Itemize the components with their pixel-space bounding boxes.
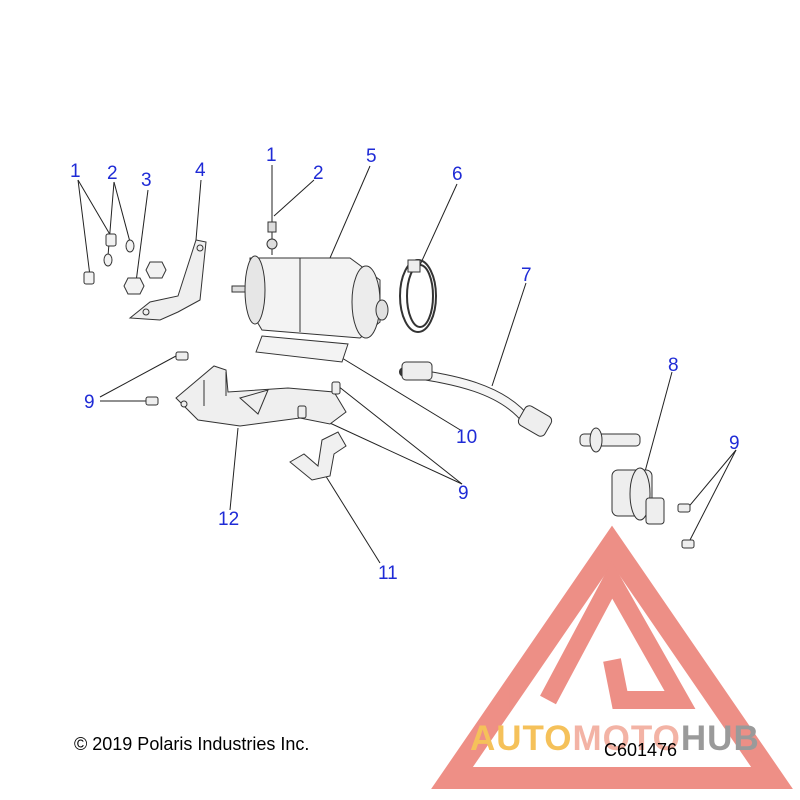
callout-2a: 2 xyxy=(107,163,118,184)
watermark-logo xyxy=(431,525,793,789)
callout-8: 8 xyxy=(668,355,679,376)
watermark-auto: AUTO xyxy=(470,719,573,758)
callout-1a: 1 xyxy=(70,161,81,182)
mount-bracket-12 xyxy=(175,365,347,427)
callout-6: 6 xyxy=(452,164,463,185)
callout-1b: 1 xyxy=(266,145,277,166)
diagram-code: C601476 xyxy=(604,740,678,760)
copyright-text: © 2019 Polaris Industries Inc. xyxy=(74,734,310,754)
screws-9 xyxy=(145,351,695,549)
watermark-moto: MOTO xyxy=(572,719,681,758)
cable-7 xyxy=(399,361,553,437)
drive-8 xyxy=(579,427,665,525)
callout-7: 7 xyxy=(521,265,532,286)
callout-11: 11 xyxy=(378,563,398,584)
callout-2b: 2 xyxy=(313,163,324,184)
callout-3: 3 xyxy=(141,170,152,191)
callout-4: 4 xyxy=(195,160,206,181)
pad-10 xyxy=(255,335,349,363)
watermark-hub: HUB xyxy=(680,719,760,758)
bracket-4 xyxy=(128,239,207,321)
watermark-text: AUTOMOTOHUB xyxy=(470,719,760,759)
callout-9c: 9 xyxy=(729,433,740,454)
callout-12: 12 xyxy=(218,509,240,530)
callout-5: 5 xyxy=(366,146,377,167)
strap-11 xyxy=(289,431,347,481)
hardware-left xyxy=(83,233,167,295)
callout-9a: 9 xyxy=(84,392,95,413)
callout-9b: 9 xyxy=(458,483,469,504)
callout-10: 10 xyxy=(456,427,478,448)
clamp-6 xyxy=(399,259,437,333)
starter-motor-5 xyxy=(231,221,389,339)
